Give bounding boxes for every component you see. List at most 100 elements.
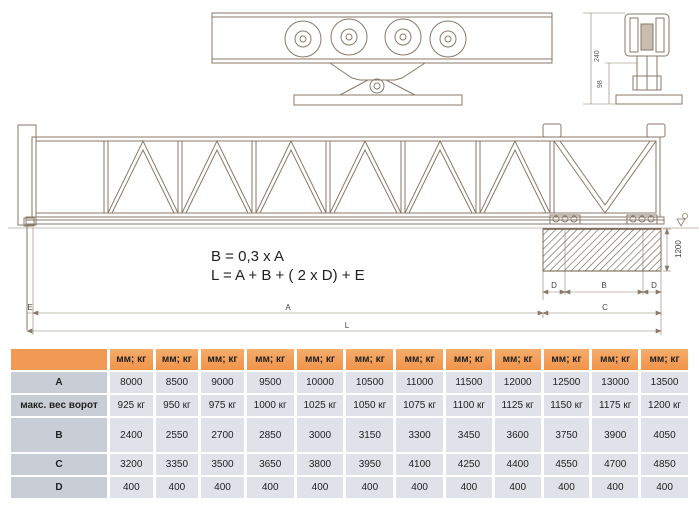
table-cell: 2400: [110, 418, 153, 452]
unit-header-cell: мм; кг: [543, 349, 590, 370]
table-cell: 950 кг: [155, 395, 199, 416]
dim-l-label: L: [345, 321, 350, 330]
dim-b-label: B: [601, 281, 606, 290]
table-cell: 1000 кг: [246, 395, 294, 416]
row-label: макс. вес ворот: [11, 395, 107, 416]
table-cell: 3450: [446, 418, 492, 452]
formula-b: B = 0,3 x A: [211, 248, 284, 265]
roller-wheel: [330, 18, 368, 56]
table-cell: 1175 кг: [592, 395, 639, 416]
dim-98-label: 98: [597, 80, 604, 88]
unit-header-cell: мм; кг: [592, 349, 639, 370]
table-cell: 3750: [543, 418, 590, 452]
table-cell: 400: [246, 477, 294, 498]
table-cell: 1075 кг: [396, 395, 444, 416]
dim-d-left-label: D: [551, 281, 557, 290]
table-cell: 1025 кг: [296, 395, 344, 416]
table-cell: 9500: [246, 372, 294, 393]
carriage-right: [626, 214, 658, 225]
roller-carriage-detail: [211, 12, 553, 106]
top-guide: [542, 123, 562, 138]
table-cell: 11000: [396, 372, 444, 393]
table-cell: 400: [446, 477, 492, 498]
dimension-lines: [26, 228, 671, 335]
table-cell: 9000: [201, 372, 244, 393]
table-cell: 13000: [592, 372, 639, 393]
carriage-base-plate: [293, 94, 463, 106]
gate-elevation: [8, 123, 699, 330]
roller-wheel: [384, 18, 422, 56]
carriage-left: [549, 214, 581, 225]
table-cell: 3600: [494, 418, 541, 452]
table-cell: 12500: [543, 372, 590, 393]
table-cell: 10500: [346, 372, 394, 393]
table-cell: 4850: [641, 454, 688, 475]
table-cell: 1150 кг: [543, 395, 590, 416]
table-cell: 4100: [396, 454, 444, 475]
table-cell: 12000: [494, 372, 541, 393]
table-cell: 3650: [246, 454, 294, 475]
unit-header-cell: мм; кг: [296, 349, 344, 370]
unit-header-cell: мм; кг: [641, 349, 688, 370]
carriage-beam: [211, 12, 553, 64]
table-cell: 2850: [246, 418, 294, 452]
table-cell: 3800: [296, 454, 344, 475]
dim-c-label: C: [602, 303, 608, 312]
table-cell: 400: [543, 477, 590, 498]
table-cell: 400: [346, 477, 394, 498]
table-cell: 400: [494, 477, 541, 498]
dim-1200-label: 1200: [674, 240, 683, 258]
unit-header-cell: мм; кг: [494, 349, 541, 370]
row-label: C: [11, 454, 107, 475]
table-cell: 400: [110, 477, 153, 498]
row-label: B: [11, 418, 107, 452]
unit-header-cell: мм; кг: [396, 349, 444, 370]
table-cell: 1050 кг: [346, 395, 394, 416]
table-cell: 1200 кг: [641, 395, 688, 416]
table-cell: 10000: [296, 372, 344, 393]
table-cell: 3900: [592, 418, 639, 452]
table-cell: 925 кг: [110, 395, 153, 416]
table-cell: 3150: [346, 418, 394, 452]
table-cell: 400: [396, 477, 444, 498]
table-cell: 1125 кг: [494, 395, 541, 416]
dim-d-right-label: D: [651, 281, 657, 290]
table-cell: 3350: [155, 454, 199, 475]
table-cell: 2550: [155, 418, 199, 452]
unit-header-cell: мм; кг: [346, 349, 394, 370]
table-cell: 8500: [155, 372, 199, 393]
table-cell: 4050: [641, 418, 688, 452]
gate-drawing: 240 98: [8, 12, 699, 335]
side-profile-detail: 240 98: [583, 12, 683, 105]
header-corner: [11, 349, 107, 370]
table-cell: 3200: [110, 454, 153, 475]
table-cell: 3000: [296, 418, 344, 452]
table-cell: 400: [296, 477, 344, 498]
table-cell: 400: [155, 477, 199, 498]
table-cell: 400: [201, 477, 244, 498]
unit-header-cell: мм; кг: [201, 349, 244, 370]
formula-l: L = A + B + ( 2 x D) + E: [211, 267, 365, 284]
table-cell: 3500: [201, 454, 244, 475]
table-cell: 11500: [446, 372, 492, 393]
table-cell: 975 кг: [201, 395, 244, 416]
table-cell: 1100 кг: [446, 395, 492, 416]
table-cell: 400: [641, 477, 688, 498]
unit-header-cell: мм; кг: [446, 349, 492, 370]
dim-240-label: 240: [594, 50, 601, 62]
table-cell: 2700: [201, 418, 244, 452]
dim-a-label: A: [285, 303, 291, 312]
top-guide: [646, 123, 666, 138]
unit-header-cell: мм; кг: [155, 349, 199, 370]
table-cell: 4700: [592, 454, 639, 475]
left-post: [17, 124, 37, 226]
table-cell: 3300: [396, 418, 444, 452]
table-cell: 4400: [494, 454, 541, 475]
unit-header-cell: мм; кг: [110, 349, 153, 370]
